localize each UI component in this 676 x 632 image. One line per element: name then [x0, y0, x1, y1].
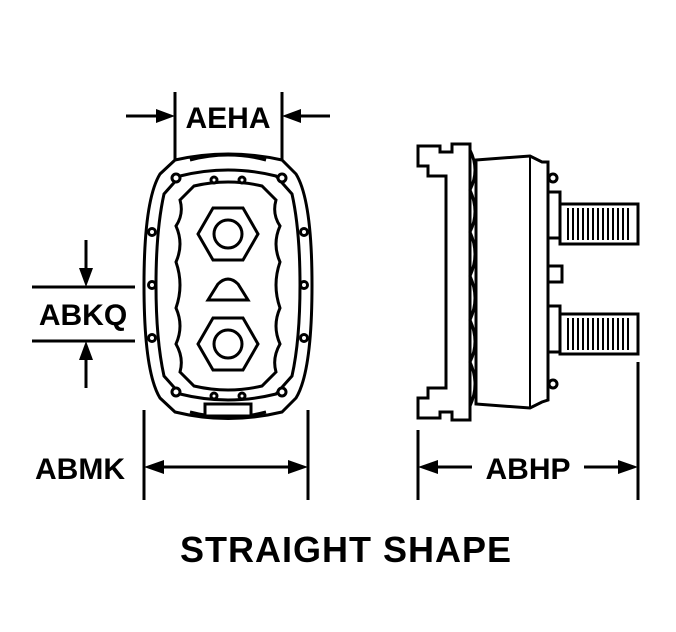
front-view — [142, 152, 314, 420]
side-view — [416, 142, 640, 422]
dimension-label-abhp: ABHP — [485, 453, 570, 486]
dimension-aeha: AEHA — [126, 92, 330, 160]
dimension-label-aeha: AEHA — [185, 102, 270, 135]
diagram-title: STRAIGHT SHAPE — [180, 529, 512, 570]
upper-stud-threads — [567, 208, 629, 240]
dimension-abkq: ABKQ — [32, 240, 135, 388]
dimension-abhp: ABHP — [416, 362, 640, 500]
dimension-label-abkq: ABKQ — [39, 299, 127, 332]
dimension-label-abmk: ABMK — [35, 453, 125, 486]
lower-stud-threads — [567, 318, 629, 350]
dimension-abmk: ABMK — [35, 410, 310, 500]
